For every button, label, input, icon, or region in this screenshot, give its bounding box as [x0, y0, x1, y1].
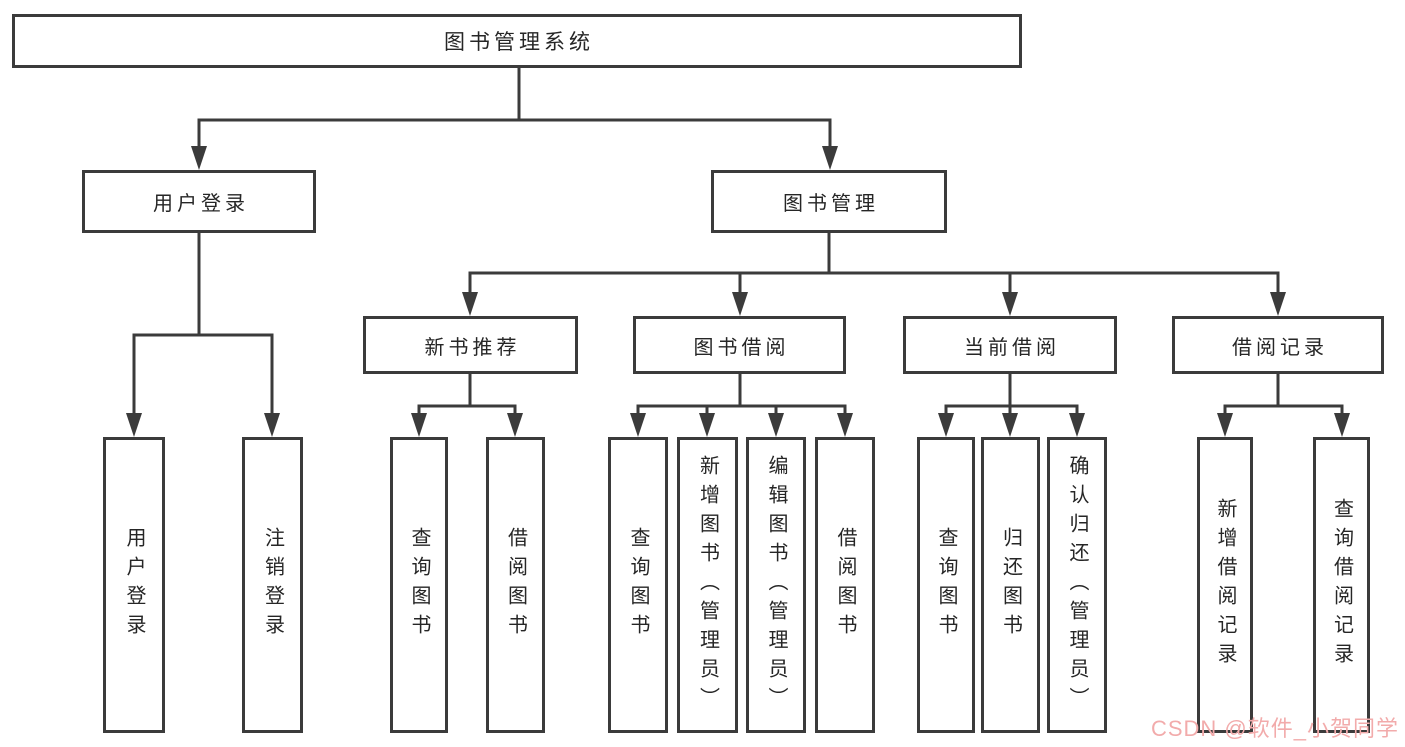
node-new-book-recommendation: 新书推荐: [363, 316, 578, 374]
node-label: 查询图书: [627, 527, 649, 643]
node-borrowing-records: 借阅记录: [1172, 316, 1384, 374]
node-user-login: 用户登录: [82, 170, 316, 233]
csdn-watermark: CSDN @软件_小贺同学: [1150, 716, 1399, 741]
leaf-user-login: 用户登录: [103, 437, 165, 733]
leaf-query-books-recommend: 查询图书: [390, 437, 448, 733]
node-label: 用户登录: [153, 193, 249, 215]
node-label: 新书推荐: [424, 336, 521, 359]
leaf-query-borrow-record: 查询借阅记录: [1313, 437, 1370, 733]
node-label: 借阅图书: [504, 527, 527, 643]
node-library-management-system: 图书管理系统: [12, 14, 1022, 68]
node-label: 用户登录: [123, 527, 145, 643]
leaf-query-books-current: 查询图书: [917, 437, 975, 733]
node-label: 归还图书: [999, 527, 1022, 643]
leaf-add-books-admin: 新增图书（管理员）: [677, 437, 738, 733]
node-label: 新增借阅记录: [1214, 498, 1236, 672]
node-label: 借阅记录: [1232, 336, 1328, 359]
leaf-query-books-borrowing: 查询图书: [608, 437, 668, 733]
node-current-borrowing: 当前借阅: [903, 316, 1117, 374]
leaf-confirm-return-admin: 确认归还（管理员）: [1047, 437, 1107, 733]
node-label: 编辑图书（管理员）: [765, 454, 787, 716]
node-label: 注销登录: [261, 527, 284, 643]
node-label: 借阅图书: [834, 527, 856, 643]
leaf-borrow-books-recommend: 借阅图书: [486, 437, 545, 733]
node-book-management: 图书管理: [711, 170, 947, 233]
leaf-edit-books-admin: 编辑图书（管理员）: [746, 437, 806, 733]
leaf-return-books: 归还图书: [981, 437, 1040, 733]
node-label: 查询图书: [408, 527, 430, 643]
node-label: 当前借阅: [964, 336, 1060, 359]
node-label: 图书管理系统: [444, 31, 594, 54]
node-label: 图书管理: [783, 193, 879, 215]
node-label: 查询图书: [935, 527, 957, 643]
leaf-borrow-books: 借阅图书: [815, 437, 875, 733]
node-label: 新增图书（管理员）: [696, 454, 719, 716]
node-label: 图书借阅: [693, 336, 790, 359]
leaf-add-borrow-record: 新增借阅记录: [1197, 437, 1253, 733]
node-label: 查询借阅记录: [1330, 498, 1353, 672]
node-label: 确认归还（管理员）: [1066, 454, 1088, 716]
node-book-borrowing: 图书借阅: [633, 316, 846, 374]
leaf-logout: 注销登录: [242, 437, 303, 733]
